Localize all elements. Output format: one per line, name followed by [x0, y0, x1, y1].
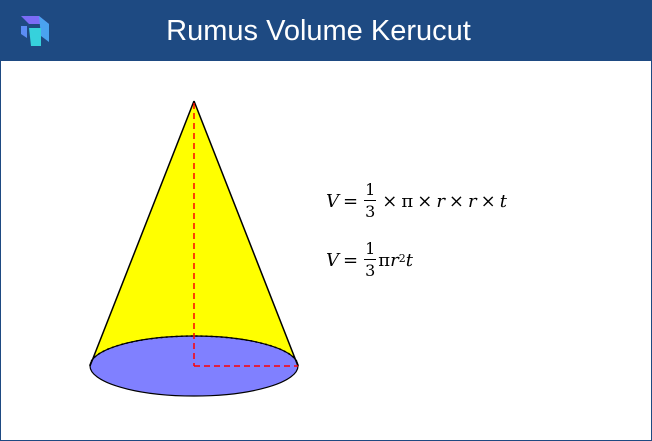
- formula-volume-symbol: V: [326, 249, 339, 271]
- formula-height: t: [499, 190, 507, 212]
- formula-times: ×: [417, 190, 433, 212]
- formula-equals: =: [343, 190, 359, 212]
- brand-logo-icon: [21, 16, 49, 46]
- header-bar: Rumus Volume Kerucut: [1, 1, 651, 61]
- cone-right-edge: [193, 100, 299, 367]
- page-title: Rumus Volume Kerucut: [166, 15, 471, 47]
- formula-expanded: V = 1 3 × π × r × r × t: [326, 182, 507, 220]
- fraction-numerator: 1: [364, 239, 377, 260]
- formula-pi: π: [378, 249, 391, 271]
- fraction-numerator: 1: [364, 180, 377, 201]
- formula-fraction: 1 3: [364, 239, 377, 280]
- formula-volume-symbol: V: [326, 190, 339, 212]
- cone-diagram: [89, 100, 299, 397]
- formula-times: ×: [448, 190, 465, 212]
- formula-radius: r: [468, 190, 477, 212]
- cone-left-edge: [89, 100, 195, 367]
- fraction-denominator: 3: [365, 261, 376, 280]
- formula-height: t: [405, 249, 413, 271]
- formula-radius: r: [436, 190, 445, 212]
- fraction-denominator: 3: [365, 202, 376, 221]
- formula-times: ×: [480, 190, 496, 212]
- formula-radius: r: [390, 249, 399, 271]
- formula-fraction: 1 3: [364, 180, 377, 221]
- formula-pi: π: [401, 190, 414, 212]
- formula-times: ×: [382, 190, 398, 212]
- formula-equals: =: [343, 249, 359, 271]
- formula-exponent: 2: [398, 251, 406, 265]
